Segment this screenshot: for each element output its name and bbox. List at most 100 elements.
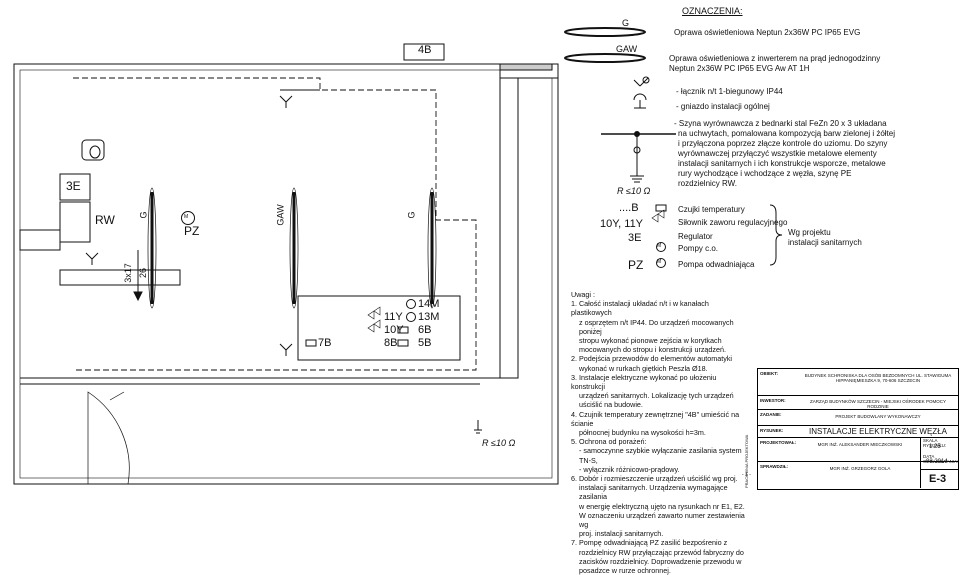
notes-line: 1. Całość instalacji układać n/t i w kan… xyxy=(571,299,709,318)
tb-date-value: 03.2014 xyxy=(926,459,948,465)
notes-line: z osprzętem n/t IP44. Do urządzeń mocowa… xyxy=(579,317,734,336)
legend-fixture-g-icon xyxy=(564,27,646,37)
legend-pump-mark-1: M xyxy=(657,243,662,249)
legend-socket-desc: - gniazdo instalacji ogólnej xyxy=(676,102,770,111)
title-block: OBIEKT: BUDYNEK SCHRONISKA DLA OSÓB BEZD… xyxy=(757,368,959,490)
legend-fixture-g-tag: G xyxy=(622,18,630,28)
tb-r4-text: INSTALACJE ELEKTRYCZNE WĘZŁA xyxy=(809,427,947,436)
switch-icon xyxy=(279,95,293,108)
legend-sym-y: 10Y, 11Y xyxy=(600,218,644,230)
notes-line: zacisków rozdzielnicy. Doprowadzenie prz… xyxy=(579,556,742,566)
tb-r5-label: PROJEKTOWAŁ: xyxy=(760,440,797,445)
legend-fixture-g-desc: Oprawa oświetleniowa Neptun 2x36W PC IP6… xyxy=(674,28,861,37)
legend-sym-e: 3E xyxy=(628,232,642,244)
legend-bonding-line-6: rozdzielnicy RW. xyxy=(678,179,737,188)
legend-bonding-line-2: i przyłączona poprzez złącze kontrole do… xyxy=(678,139,888,148)
notes-line: - wyłącznik różnicowo-prądowy. xyxy=(579,464,680,474)
legend-socket-icon xyxy=(633,93,647,109)
title-side-note: PRACOWNIA PROJEKTOWA xyxy=(744,434,749,488)
legend-fixture-gaw-tag: GAW xyxy=(616,44,638,54)
notes-line: instalacji sanitarnych. Urządzenia wymag… xyxy=(579,483,728,502)
tb-r3-label: ZADANIE: xyxy=(760,412,782,417)
notes-line: w energię elektryczną ujęto na rysunkach… xyxy=(579,501,745,511)
notes-line: 2. Podejścia przewodów do elementów auto… xyxy=(571,354,733,364)
tb-r1-label: OBIEKT: xyxy=(760,371,778,376)
box-5b: 5B xyxy=(418,337,432,349)
plan-cable-label-1: 3x17 xyxy=(122,263,133,283)
plan-resistance-bottom: R ≤10 Ω xyxy=(482,438,516,448)
legend-brace-desc-1: Wg projektu xyxy=(788,228,831,237)
legend-sym-y-desc: Siłownik zaworu regulacyjnego xyxy=(678,218,788,227)
box-8b: 8B xyxy=(384,337,398,349)
panel-4b-label: 4B xyxy=(418,44,432,56)
legend-sym-co-desc: Pompy c.o. xyxy=(678,244,719,253)
tb-r6-text: MGR INŻ. GRZEGORZ GOLA xyxy=(829,466,891,471)
tb-r5-text: MGR INŻ. ALEKSANDER MIECZKOWSKI xyxy=(817,442,903,447)
legend-switch-desc: - łącznik n/t 1-biegunowy IP44 xyxy=(676,87,783,96)
box-13m: 13M xyxy=(418,311,440,323)
legend-bonding-line-4: instalacji sanitarnych i ich konstrukcje… xyxy=(678,159,886,168)
tb-r4-label: RYSUNEK: xyxy=(760,428,784,433)
notes-line: 3. Instalacje elektryczne wykonać po uło… xyxy=(571,372,717,392)
legend-sym-b: ....B xyxy=(619,202,639,214)
notes-block: Uwagi : 1. Całość instalacji układać n/t… xyxy=(571,290,749,575)
box-6b: 6B xyxy=(418,324,432,336)
pz-pump-icon xyxy=(181,211,195,225)
legend-fixture-gaw-desc-1: Oprawa oświetleniowa z inwerterem na prą… xyxy=(669,54,881,63)
notes-line: 5. Ochrona od porażeń: xyxy=(571,437,647,447)
legend-sym-pz: PZ xyxy=(628,258,644,272)
legend-heading: OZNACZENIA: xyxy=(682,6,743,16)
tb-drawing-no: E-3 xyxy=(929,473,947,485)
box-10y: 10Y xyxy=(384,324,404,336)
tb-scale-label: SKALA RYSUNKU: xyxy=(923,438,947,448)
legend-sym-e-desc: Regulator xyxy=(678,232,713,241)
legend-sym-pz-desc: Pompa odwadniająca xyxy=(678,260,755,269)
box-7b: 7B xyxy=(318,337,332,349)
legend-fixture-gaw-icon xyxy=(564,53,646,63)
tb-r3-text: PROJEKT BUDOWLANY WYKONAWCZY xyxy=(835,414,921,419)
box-14m: 14M xyxy=(418,298,440,310)
notes-line: rozdzielnicy RW przyłączając przewód fab… xyxy=(579,547,744,557)
automation-box xyxy=(297,295,461,361)
tb-sheet-value: - 1 - xyxy=(742,472,751,478)
notes-line: - samoczynne szybkie wyłączanie zasilani… xyxy=(579,446,742,465)
legend-bonding-line-1: na uchwytach, pomalowana kompozycją barw… xyxy=(678,129,895,138)
legend-switch-icon xyxy=(633,77,649,87)
plan-pz-label: PZ xyxy=(184,224,200,238)
notes-line: stropu wykonać pionowe zejścia w korytka… xyxy=(579,336,722,346)
legend-pump-mark-2: M xyxy=(657,259,662,265)
plan-label-gaw: GAW xyxy=(275,204,286,226)
panel-rw-label: RW xyxy=(95,213,115,227)
tb-r1-text: BUDYNEK SCHRONISKA DLA OSÓB BEZDOMNYCH U… xyxy=(804,373,952,383)
legend-brace-desc-2: instalacji sanitarnych xyxy=(788,238,862,247)
plan-label-g-right: G xyxy=(406,211,417,219)
plan-label-g-left: G xyxy=(138,211,149,219)
legend-sym-b-desc: Czujki temperatury xyxy=(678,205,745,214)
notes-line: północnej budynku na wysokości h=3m. xyxy=(579,428,706,438)
tb-scale-value: 1:25 xyxy=(929,444,941,450)
panel-3e-label: 3E xyxy=(66,179,81,193)
notes-heading: Uwagi : xyxy=(571,290,595,299)
legend-bonding-line-5: rury wychodzące i wchodzące z węzła, szy… xyxy=(678,169,852,178)
legend-bonding-line-3: wyrównawczej przyłączyć wszystkie metalo… xyxy=(678,149,877,158)
tb-r2-label: INWESTOR: xyxy=(760,398,786,403)
legend-bonding-line-0: - Szyna wyrównawcza z bednarki stal FeZn… xyxy=(674,119,887,128)
notes-line: wykonać w rurkach giętkich Peszla Ø18. xyxy=(579,363,708,373)
notes-line: W oznaczeniu urządzeń zawarto numer zest… xyxy=(579,510,745,530)
notes-line: urządzeń sanitarnych. Lokalizację tych u… xyxy=(579,391,734,401)
notes-line: posadzce w rurze ochronnej. xyxy=(579,566,671,575)
panel-4b xyxy=(403,43,445,61)
notes-line: mocowanych do stropu i konstrukcji urząd… xyxy=(579,345,727,355)
floor-plan-drawing xyxy=(13,27,783,485)
plan-pz-pump-mark: M xyxy=(184,214,189,220)
legend-fixture-gaw-desc-2: Neptun 2x36W PC IP65 EVG Aw AT 1H xyxy=(669,64,810,73)
notes-line: 4. Czujnik temperatury zewnętrznej "4B" … xyxy=(571,409,740,428)
notes-line: uściślić na budowie. xyxy=(579,400,643,410)
legend-resistance: R ≤10 Ω xyxy=(617,186,651,196)
notes-line: 7. Pompę odwadniającą PZ zasilić bezpośr… xyxy=(571,538,728,548)
plan-cable-label-2: 26 xyxy=(138,267,149,279)
notes-line: proj. instalacji sanitarnych. xyxy=(579,529,664,539)
tb-r6-label: SPRAWDZIŁ: xyxy=(760,464,788,469)
tb-date-label: DATA OPRACOWANIA: xyxy=(923,454,959,464)
tb-r2-text: ZARZĄD BUDYNKÓW SZCZECIN - MIEJSKI OŚROD… xyxy=(809,399,946,409)
